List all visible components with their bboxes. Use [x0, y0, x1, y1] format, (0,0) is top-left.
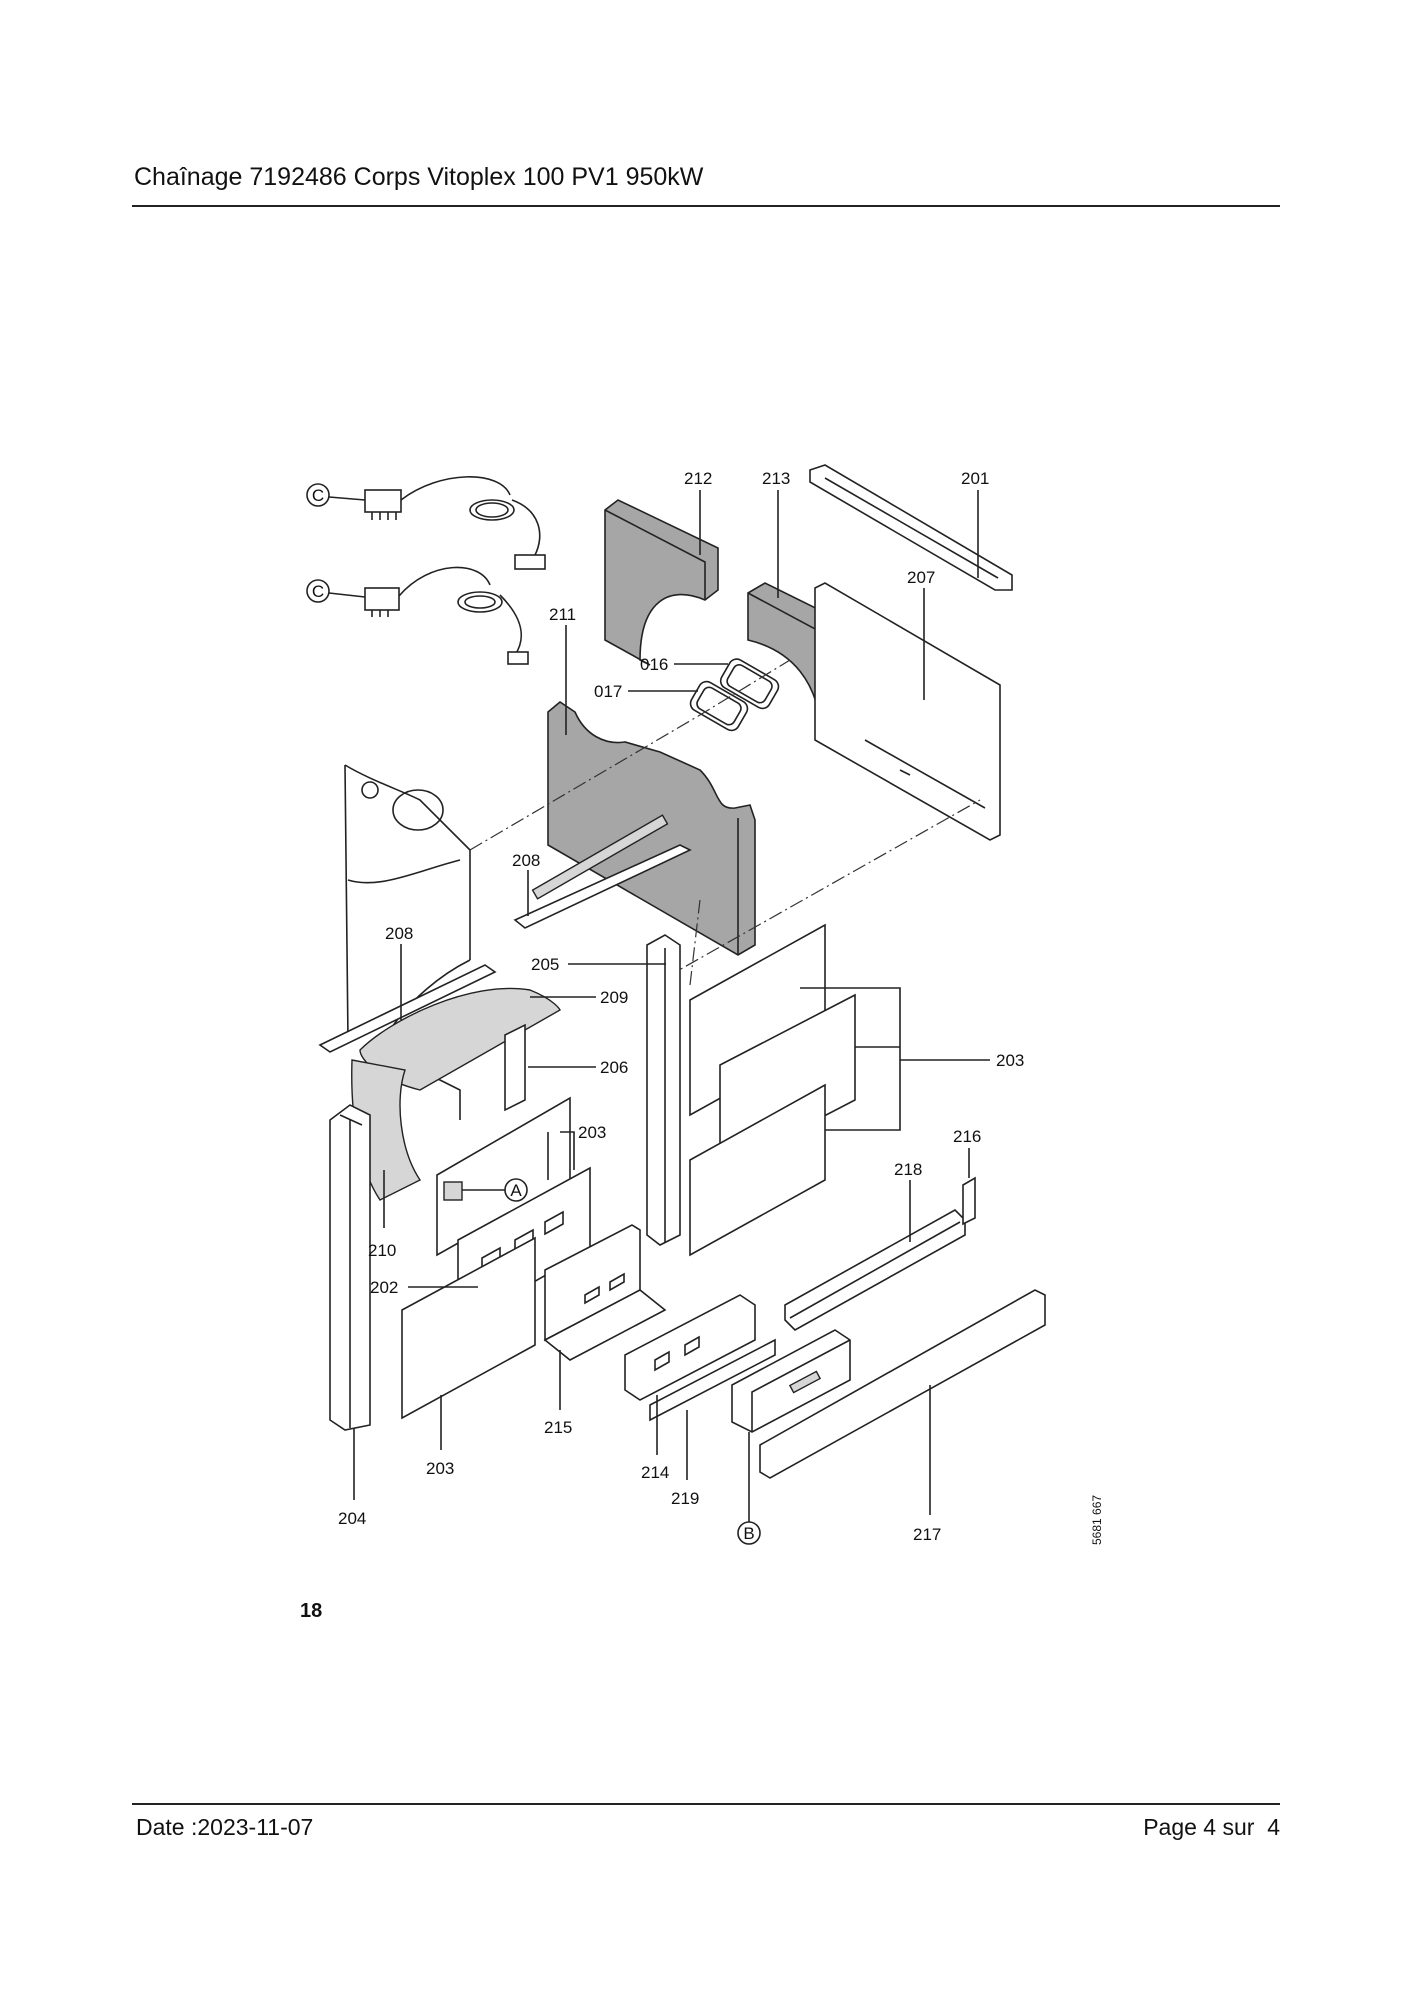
part-206-bracket: [504, 1023, 526, 1112]
label-210: 210: [368, 1170, 396, 1260]
part-215-tray: [543, 1224, 667, 1361]
part-207-back-panel: [814, 582, 1001, 841]
header-rule: [132, 205, 1280, 207]
svg-text:208: 208: [512, 851, 540, 870]
cable-harness-lower: [364, 566, 529, 665]
svg-text:205: 205: [531, 955, 559, 974]
svg-text:203: 203: [426, 1459, 454, 1478]
label-203-bottom: 203: [426, 1395, 454, 1478]
svg-text:202: 202: [370, 1278, 398, 1297]
callout-c1: C: [306, 483, 366, 507]
svg-text:B: B: [743, 1524, 754, 1543]
svg-text:016: 016: [640, 655, 668, 674]
part-216-clip: [962, 1176, 976, 1226]
svg-text:C: C: [312, 486, 324, 505]
part-217-trim: [759, 1289, 1046, 1479]
part-201-rail: [809, 464, 1013, 591]
drawing-reference: 5681 667: [1090, 1494, 1104, 1545]
label-208-upper: 208: [512, 851, 540, 916]
part-218-rail: [784, 1209, 966, 1331]
svg-text:203: 203: [996, 1051, 1024, 1070]
svg-text:212: 212: [684, 469, 712, 488]
label-218: 218: [894, 1160, 922, 1242]
svg-text:208: 208: [385, 924, 413, 943]
part-016-gasket: [719, 658, 780, 710]
svg-text:214: 214: [641, 1463, 669, 1482]
page-title: Chaînage 7192486 Corps Vitoplex 100 PV1 …: [134, 163, 704, 191]
controller-unit: [731, 1329, 851, 1433]
svg-text:201: 201: [961, 469, 989, 488]
part-208-upper-strip: [513, 844, 692, 929]
part-212-insulation: [604, 499, 719, 666]
svg-text:204: 204: [338, 1509, 366, 1528]
part-204-left-post: [329, 1104, 371, 1431]
footer-page-number: Page 4 sur 4: [1143, 1814, 1280, 1840]
label-211: 211: [549, 605, 576, 735]
footer-date: Date :2023-11-07: [136, 1814, 314, 1840]
svg-text:203: 203: [578, 1123, 606, 1142]
label-208-lower: 208: [385, 924, 413, 1020]
svg-text:207: 207: [907, 568, 935, 587]
part-219-strip: [649, 1338, 776, 1422]
label-201: 201: [961, 469, 989, 578]
svg-text:211: 211: [549, 605, 576, 624]
part-205-middle-post: [646, 934, 681, 1246]
callout-c2: C: [306, 579, 366, 603]
part-203-panel-front-lower: [401, 1236, 536, 1420]
figure-number: 18: [300, 1600, 323, 1622]
label-219: 219: [671, 1410, 699, 1508]
cable-harness-upper: [364, 476, 546, 570]
part-214-housing: [624, 1294, 756, 1401]
label-202: 202: [370, 1278, 478, 1297]
label-205: 205: [531, 955, 666, 974]
label-217: 217: [913, 1385, 941, 1544]
label-206: 206: [528, 1058, 628, 1077]
part-208-lower-strip: [318, 964, 497, 1053]
svg-text:217: 217: [913, 1525, 941, 1544]
label-213: 213: [762, 469, 790, 598]
svg-text:216: 216: [953, 1127, 981, 1146]
label-207: 207: [907, 568, 935, 700]
svg-text:210: 210: [368, 1241, 396, 1260]
svg-text:A: A: [510, 1181, 522, 1200]
label-209: 209: [530, 988, 628, 1007]
svg-text:017: 017: [594, 682, 622, 701]
label-216: 216: [953, 1127, 981, 1178]
svg-text:219: 219: [671, 1489, 699, 1508]
label-203-right: 203: [800, 987, 1024, 1131]
label-016: 016: [640, 655, 728, 674]
part-017-gasket: [689, 680, 749, 732]
callout-b: B: [737, 1432, 761, 1545]
callout-a: A: [462, 1178, 528, 1202]
svg-text:206: 206: [600, 1058, 628, 1077]
part-203-panel-right-bottom: [689, 1083, 826, 1257]
part-211-insulation-block: [531, 701, 756, 956]
label-215: 215: [544, 1350, 572, 1437]
svg-text:218: 218: [894, 1160, 922, 1179]
footer-rule: [132, 1803, 1280, 1805]
svg-text:209: 209: [600, 988, 628, 1007]
svg-text:215: 215: [544, 1418, 572, 1437]
label-017: 017: [594, 682, 698, 701]
label-212: 212: [684, 469, 712, 555]
label-203-front: 203: [547, 1123, 606, 1180]
svg-text:213: 213: [762, 469, 790, 488]
label-214: 214: [641, 1395, 669, 1482]
svg-text:C: C: [312, 582, 324, 601]
label-204: 204: [338, 1428, 366, 1528]
